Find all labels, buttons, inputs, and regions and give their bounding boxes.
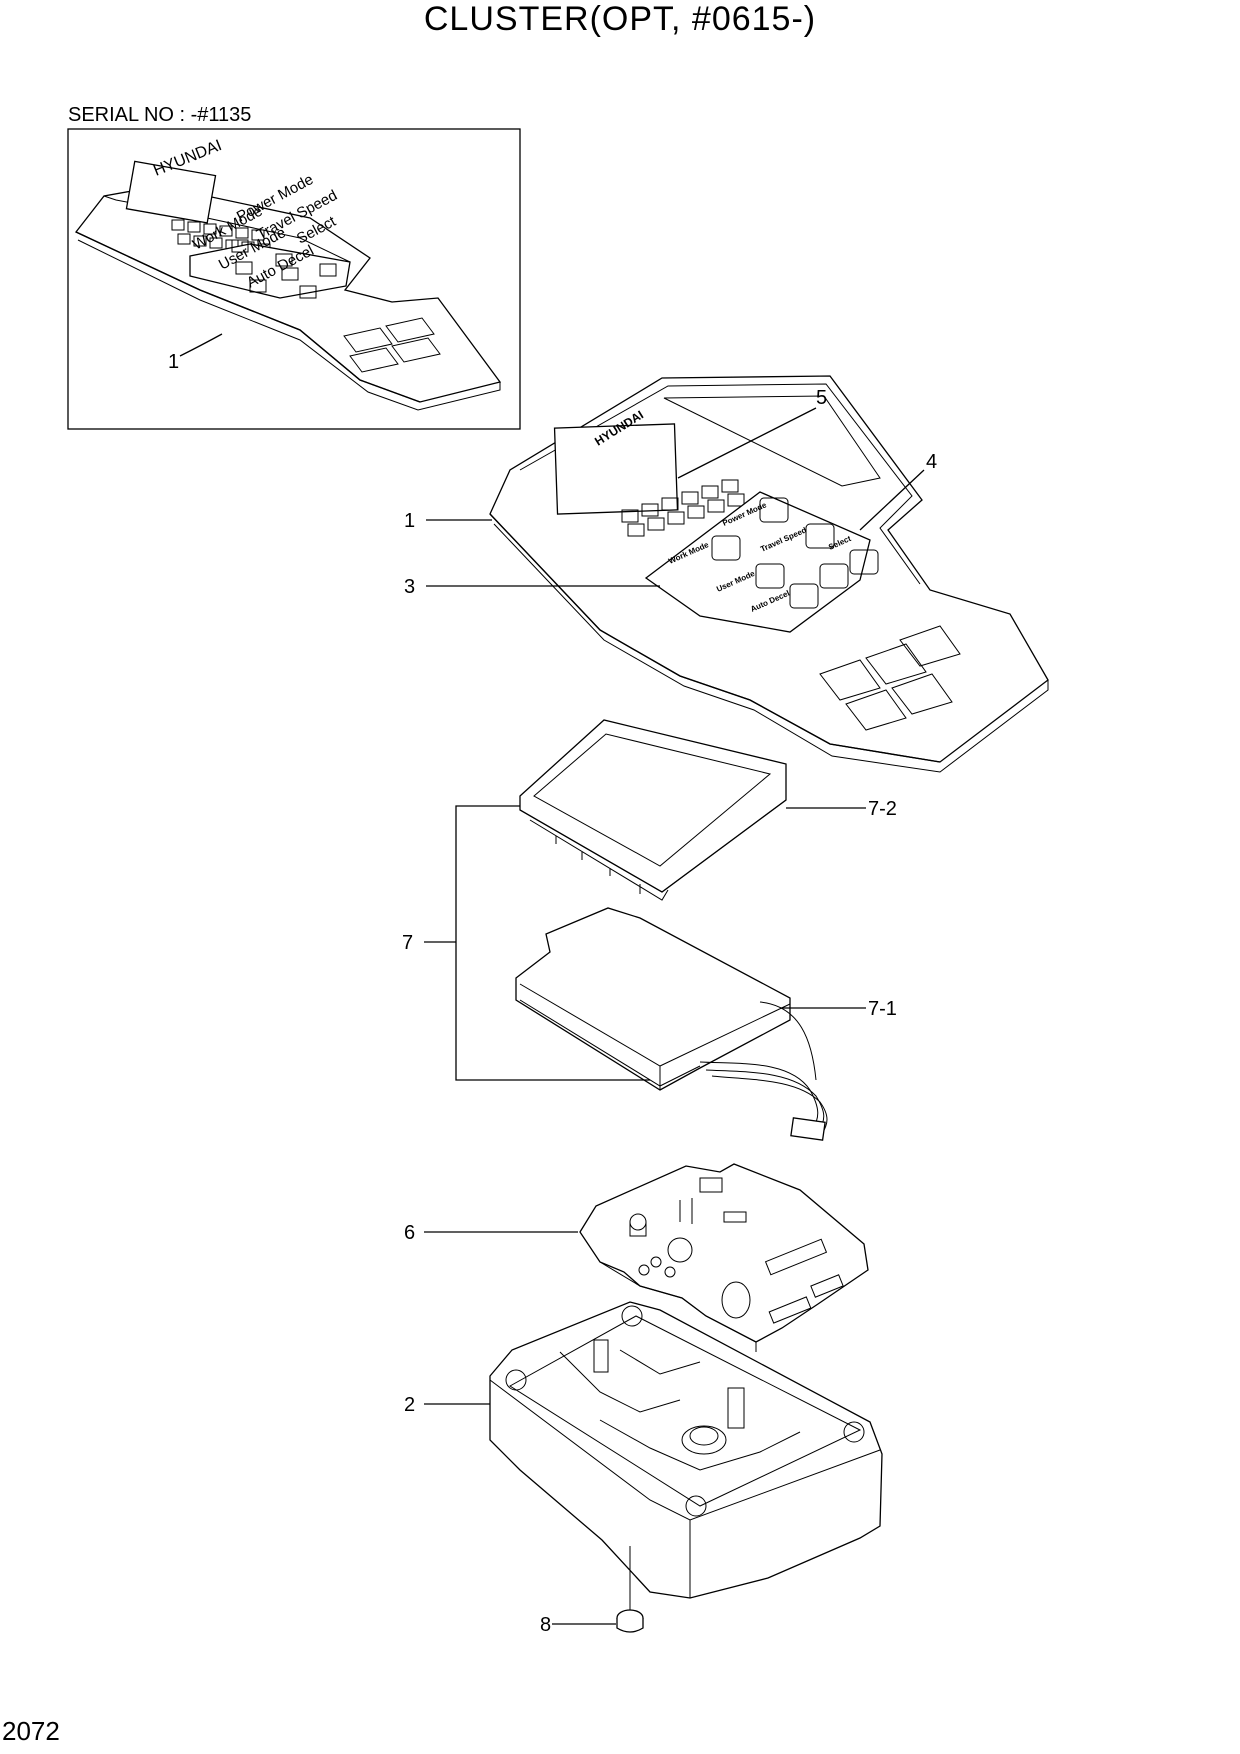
inset-frame (67, 128, 521, 430)
callout-7-2: 7-2 (868, 798, 897, 820)
part-8-rubber-foot (616, 1609, 644, 1633)
leader-5 (677, 407, 817, 479)
callout-3: 3 (404, 576, 415, 598)
page-number: 2072 (2, 1716, 60, 1746)
inset-leader-1 (179, 333, 223, 357)
part-6-circuit-board (579, 1163, 869, 1352)
leader-4 (859, 469, 925, 531)
serial-number-label: SERIAL NO : -#1135 (68, 104, 252, 126)
main-pedal-slots (819, 625, 961, 731)
callout-4: 4 (926, 451, 937, 473)
inset-cluster-drawing: HYUNDAI Power Mode Travel Speed Work Mod… (74, 137, 502, 411)
page-title: CLUSTER(OPT, #0615-) (423, 0, 817, 38)
callout-5: 5 (816, 387, 827, 409)
main-keypad (621, 479, 745, 537)
callout-1: 1 (404, 510, 415, 532)
callout-2: 2 (404, 1394, 415, 1416)
inset-callout-1: 1 (168, 351, 179, 373)
part-7-2-display-cover (519, 719, 787, 901)
main-mode-buttons (711, 497, 879, 609)
wire-harness (699, 1061, 819, 1131)
callout-6: 6 (404, 1222, 415, 1244)
callout-8: 8 (540, 1614, 551, 1636)
part-1-cluster-housing: HYUNDAI Power Mode Travel Speed Work Mod… (489, 375, 1049, 773)
bracket-7 (455, 805, 650, 1081)
part-7-1-display-unit (515, 907, 828, 1141)
part-2-base-housing (489, 1301, 883, 1599)
inset-pedal-slots (343, 317, 441, 373)
callout-7-1: 7-1 (868, 998, 897, 1020)
callout-7: 7 (402, 932, 413, 954)
